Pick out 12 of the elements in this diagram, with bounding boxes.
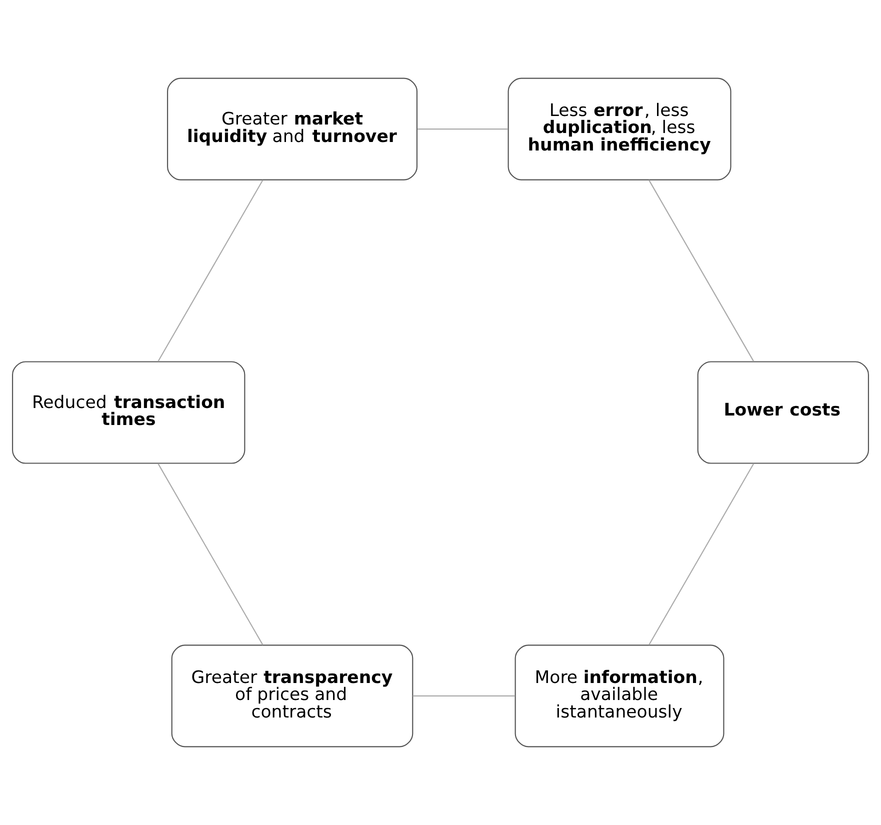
node-box: Less error, less duplication, less human inefficiency [508, 78, 732, 180]
connector [648, 463, 754, 646]
node-box: Reduced transaction times [12, 361, 246, 464]
connector [158, 463, 264, 646]
node-box: Greater market liquidity and turnover [167, 78, 418, 180]
node-box: Lower costs [697, 361, 869, 464]
connector [417, 128, 508, 130]
node-box: Greater transparency of prices and contracts [171, 644, 414, 748]
connector [412, 695, 516, 696]
connector [648, 180, 754, 362]
node-box: More information, available istantaneously [514, 644, 724, 748]
connector [158, 180, 264, 362]
